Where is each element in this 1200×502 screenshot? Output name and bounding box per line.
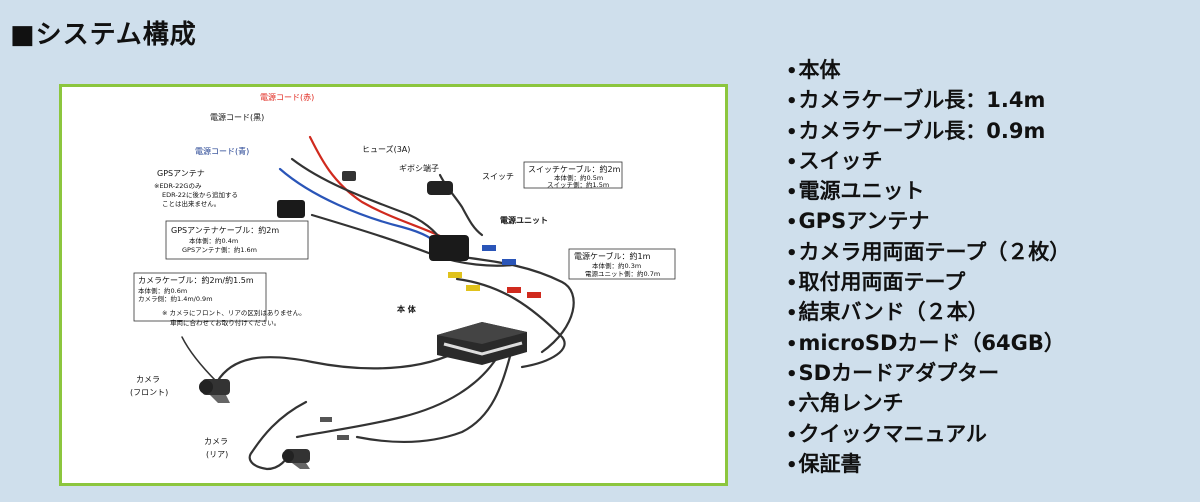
gps-cable-body-label: 本体側：約0.4m [189, 236, 238, 245]
list-item: •SDカードアダプター [786, 360, 1000, 385]
connectors [320, 245, 541, 440]
black-cord-label: 電源コード(黒) [210, 113, 264, 122]
callout-boxes [133, 161, 676, 322]
rear-camera-label-1: カメラ [204, 437, 228, 446]
front-camera-icon [199, 379, 230, 403]
list-item: •クイックマニュアル [786, 421, 987, 446]
list-item: •本体 [786, 58, 841, 82]
power-unit-label: 電源ユニット [500, 215, 548, 225]
camera-cable-body-label: 本体側：約0.6m [138, 286, 187, 295]
list-item: •電源ユニット [786, 179, 925, 204]
gps-note-1: ※EDR-22Gのみ [154, 182, 202, 190]
gps-cable-antenna-label: GPSアンテナ側：約1.6m [182, 245, 257, 254]
power-cable [460, 255, 575, 354]
rear-camera-icon [282, 449, 310, 469]
camera-note-2: 車両に合わせてお取り付けください。 [170, 318, 280, 327]
rear-camera-cable-2 [355, 347, 514, 444]
main-unit-label: 本 体 [396, 304, 417, 314]
list-item: •取付用両面テープ [786, 270, 966, 295]
front-camera-cable [215, 347, 464, 384]
fuse-icon [342, 171, 356, 181]
red-cord-label: 電源コード(赤) [260, 93, 314, 102]
gps-antenna-label: GPSアンテナ [157, 169, 205, 178]
list-item: •六角レンチ [786, 391, 904, 416]
fuse-label: ヒューズ(3A) [362, 144, 410, 154]
list-item: •結束バンド（２本） [786, 300, 989, 325]
list-item: •カメラケーブル長：1.4m [786, 88, 1046, 113]
gps-antenna-icon [277, 200, 305, 218]
list-item: •カメラケーブル長：0.9m [786, 118, 1046, 143]
list-item: •保証書 [786, 451, 862, 476]
unit-cable [455, 277, 566, 369]
camera-note-1: ※ カメラにフロント、リアの区別はありません。 [162, 308, 306, 317]
power-cable-unit-label: 電源ユニット側：約0.7m [585, 269, 660, 278]
power-cable-label: 電源ケーブル：約1m [574, 251, 651, 261]
camera-cable-camera-label: カメラ側：約1.4m/0.9m [138, 294, 213, 303]
gps-note-2: EDR-22に後から追加する [162, 190, 238, 199]
system-diagram: 電源コード(赤) 電源コード(黒) 電源コード(青) ヒューズ(3A) ギボシ端… [59, 84, 728, 486]
gps-cable-label: GPSアンテナケーブル：約2m [171, 225, 279, 235]
terminal-label: ギボシ端子 [399, 163, 439, 173]
rear-camera-cable [295, 347, 504, 439]
front-camera-label-1: カメラ [136, 375, 160, 384]
diagram-canvas: 電源コード(赤) 電源コード(黒) 電源コード(青) ヒューズ(3A) ギボシ端… [130, 93, 676, 471]
power-unit-icon [429, 235, 469, 261]
blue-cord-label: 電源コード(青) [195, 146, 249, 156]
switch-icon [427, 181, 453, 195]
rear-camera-label-2: (リア) [206, 450, 228, 459]
switch-cable-label: スイッチケーブル：約2m [528, 164, 621, 174]
page-title: ■システム構成 [10, 20, 197, 50]
rear-camera-lead [248, 400, 308, 471]
list-item: •カメラ用両面テープ（２枚） [786, 239, 1071, 264]
switch-label: スイッチ [482, 172, 514, 181]
list-item: •スイッチ [786, 148, 883, 173]
list-item: •GPSアンテナ [786, 209, 930, 234]
gps-cable [310, 213, 514, 267]
list-item: •microSDカード（64GB） [786, 330, 1065, 355]
main-unit-icon [437, 322, 527, 365]
gps-note-3: ことは出来ません。 [162, 199, 220, 208]
leader-line [181, 336, 218, 383]
power-cable-body-label: 本体側：約0.3m [592, 261, 641, 270]
camera-cable-label: カメラケーブル：約2m/約1.5m [138, 275, 254, 285]
switch-cable-switch-label: スイッチ側：約1.5m [547, 180, 609, 189]
component-list: •本体 •カメラケーブル長：1.4m •カメラケーブル長：0.9m •スイッチ … [786, 56, 1070, 480]
front-camera-label-2: (フロント) [130, 388, 168, 397]
red-power-cord [308, 135, 444, 239]
black-power-cord [290, 157, 444, 244]
switch-cable-body-label: 本体側：約0.5m [554, 173, 603, 182]
